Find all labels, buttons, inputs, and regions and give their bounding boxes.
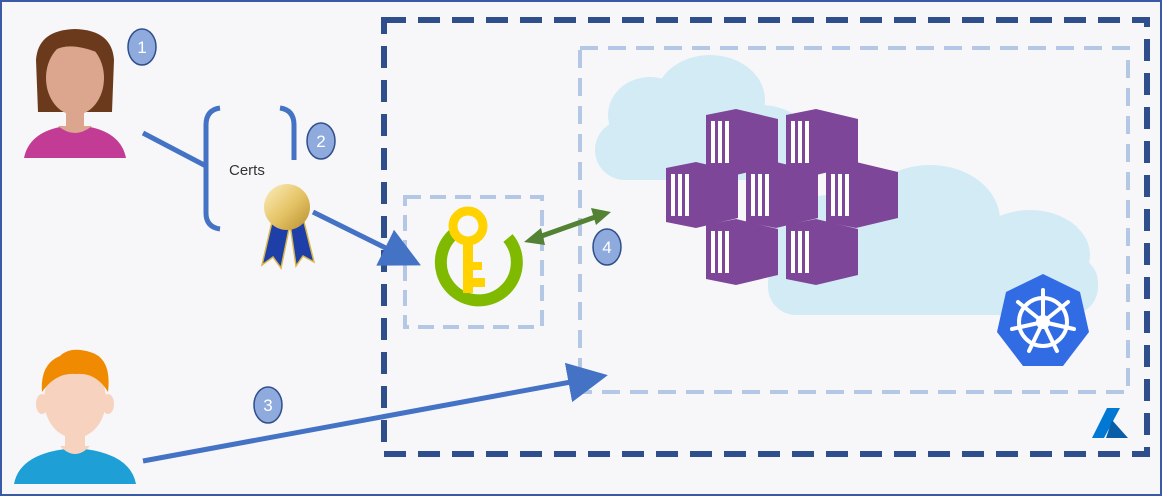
user-woman-icon bbox=[24, 29, 126, 158]
certs-to-keyvault-arrow bbox=[311, 209, 421, 266]
container-icon bbox=[706, 219, 778, 285]
container-icon bbox=[786, 109, 858, 175]
container-icon bbox=[666, 162, 738, 228]
user-to-cluster-arrow bbox=[142, 362, 608, 464]
certificate-ribbon-icon bbox=[260, 184, 316, 270]
step-badge: 4 bbox=[592, 228, 622, 266]
certs-bracket bbox=[203, 105, 221, 232]
step-badge: 2 bbox=[306, 122, 336, 160]
user-man-icon bbox=[14, 349, 136, 484]
kubernetes-icon bbox=[997, 274, 1089, 366]
certs-bracket bbox=[279, 105, 297, 160]
certs-label: Certs bbox=[229, 162, 265, 179]
keyvault-cluster-arrow bbox=[524, 208, 611, 245]
woman-to-certs-line bbox=[141, 130, 208, 169]
container-group bbox=[666, 109, 898, 285]
svg-text:1: 1 bbox=[137, 38, 146, 57]
container-icon bbox=[826, 162, 898, 228]
step-badge: 1 bbox=[127, 28, 157, 66]
azure-logo-icon bbox=[1092, 408, 1128, 438]
step-badge: 3 bbox=[253, 386, 283, 424]
container-icon bbox=[746, 162, 818, 228]
svg-text:3: 3 bbox=[263, 396, 272, 415]
container-icon bbox=[706, 109, 778, 175]
key-vault-icon bbox=[434, 206, 523, 307]
svg-text:4: 4 bbox=[602, 238, 611, 257]
svg-text:2: 2 bbox=[316, 132, 325, 151]
keyvault-boundary bbox=[403, 195, 544, 329]
container-icon bbox=[786, 219, 858, 285]
